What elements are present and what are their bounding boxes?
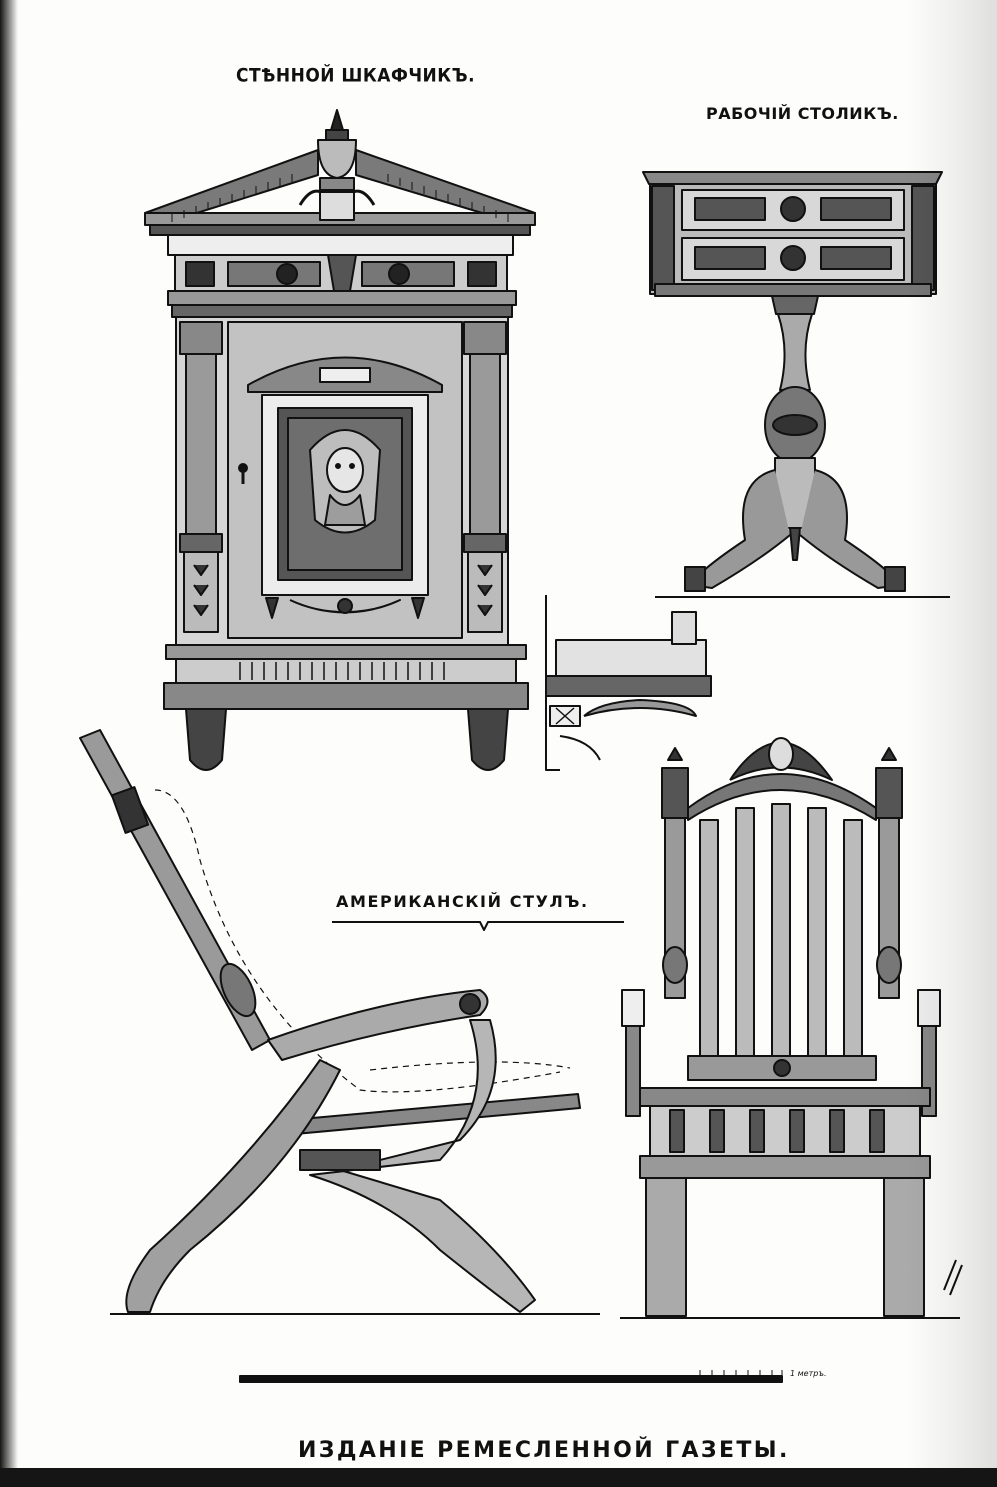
work-table-illustration	[642, 171, 950, 598]
scale-label: 1 метръ.	[790, 1369, 827, 1378]
wall-cabinet-illustration	[144, 109, 536, 771]
cabinet-caption: СТѢННОЙ ШКАФЧИКЪ.	[236, 65, 476, 87]
publisher-line: ИЗДАНIЕ РЕМЕСЛЕННОЙ ГАЗЕТЫ.	[298, 1438, 790, 1463]
plate-bottom-border	[0, 1468, 997, 1487]
scale-bar	[239, 1370, 783, 1383]
cabinet-side-profile-illustration	[545, 595, 712, 771]
chair-front-view-illustration	[620, 737, 963, 1319]
caption-underline	[332, 921, 624, 931]
plate-left-border	[0, 0, 18, 1487]
chair-caption: АМЕРИКАНСКIЙ СТУЛЪ.	[336, 892, 589, 911]
work-table-caption: РАБОЧIЙ СТОЛИКЪ.	[706, 104, 899, 123]
plate-edge-shadow	[905, 0, 997, 1487]
chair-side-view-illustration	[79, 729, 600, 1315]
